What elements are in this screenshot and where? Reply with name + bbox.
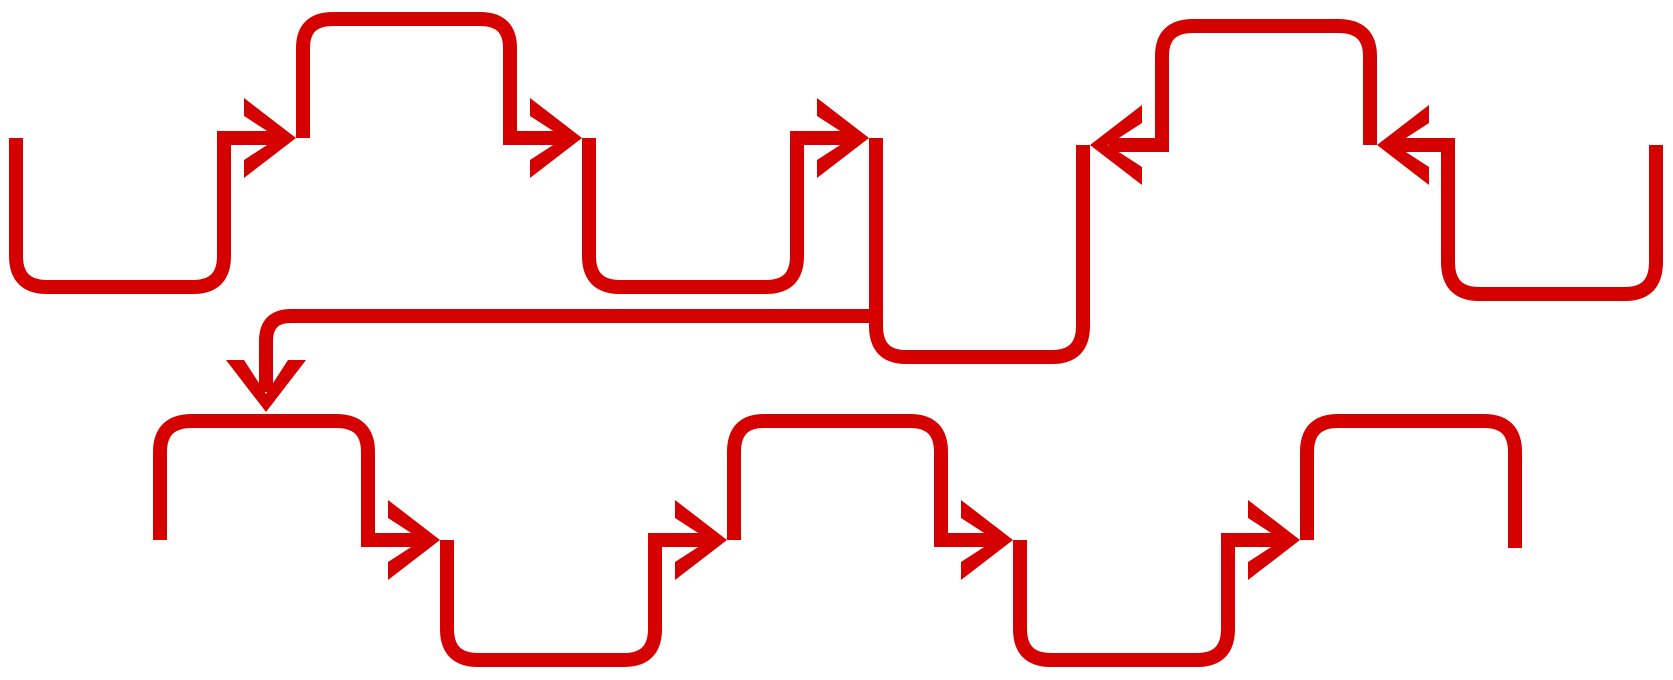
arrow-right-1-icon	[244, 98, 296, 178]
arrow-down-1-icon	[226, 360, 306, 412]
wire-segment-top-3	[582, 131, 852, 294]
arrowheads	[226, 98, 1429, 580]
wire-segment-top-5	[1394, 138, 1663, 301]
arrow-left-1-icon	[1090, 105, 1142, 185]
arrow-left-2-icon	[1377, 105, 1429, 185]
wire-segment-bottom-1	[153, 414, 422, 547]
red-wire-path	[9, 12, 1663, 667]
wire-segment-bottom-5	[1300, 414, 1522, 548]
wire-segment-bottom-2	[440, 533, 710, 667]
wire-segment-bottom-4	[1013, 533, 1283, 667]
wire-segment-bottom-3	[727, 414, 997, 547]
arrow-right-5-icon	[675, 500, 727, 580]
wire-segment-center-drop	[869, 138, 1090, 364]
wire-segment-top-4	[1109, 19, 1377, 152]
wire-segment-connector	[259, 309, 876, 392]
wire-segment-top-2	[296, 12, 565, 145]
arrow-right-2-icon	[530, 98, 582, 178]
arrow-right-6-icon	[961, 500, 1013, 580]
arrow-right-3-icon	[817, 98, 869, 178]
wire-segment-top-1	[9, 131, 280, 294]
arrow-right-7-icon	[1248, 500, 1300, 580]
arrow-right-4-icon	[388, 500, 440, 580]
